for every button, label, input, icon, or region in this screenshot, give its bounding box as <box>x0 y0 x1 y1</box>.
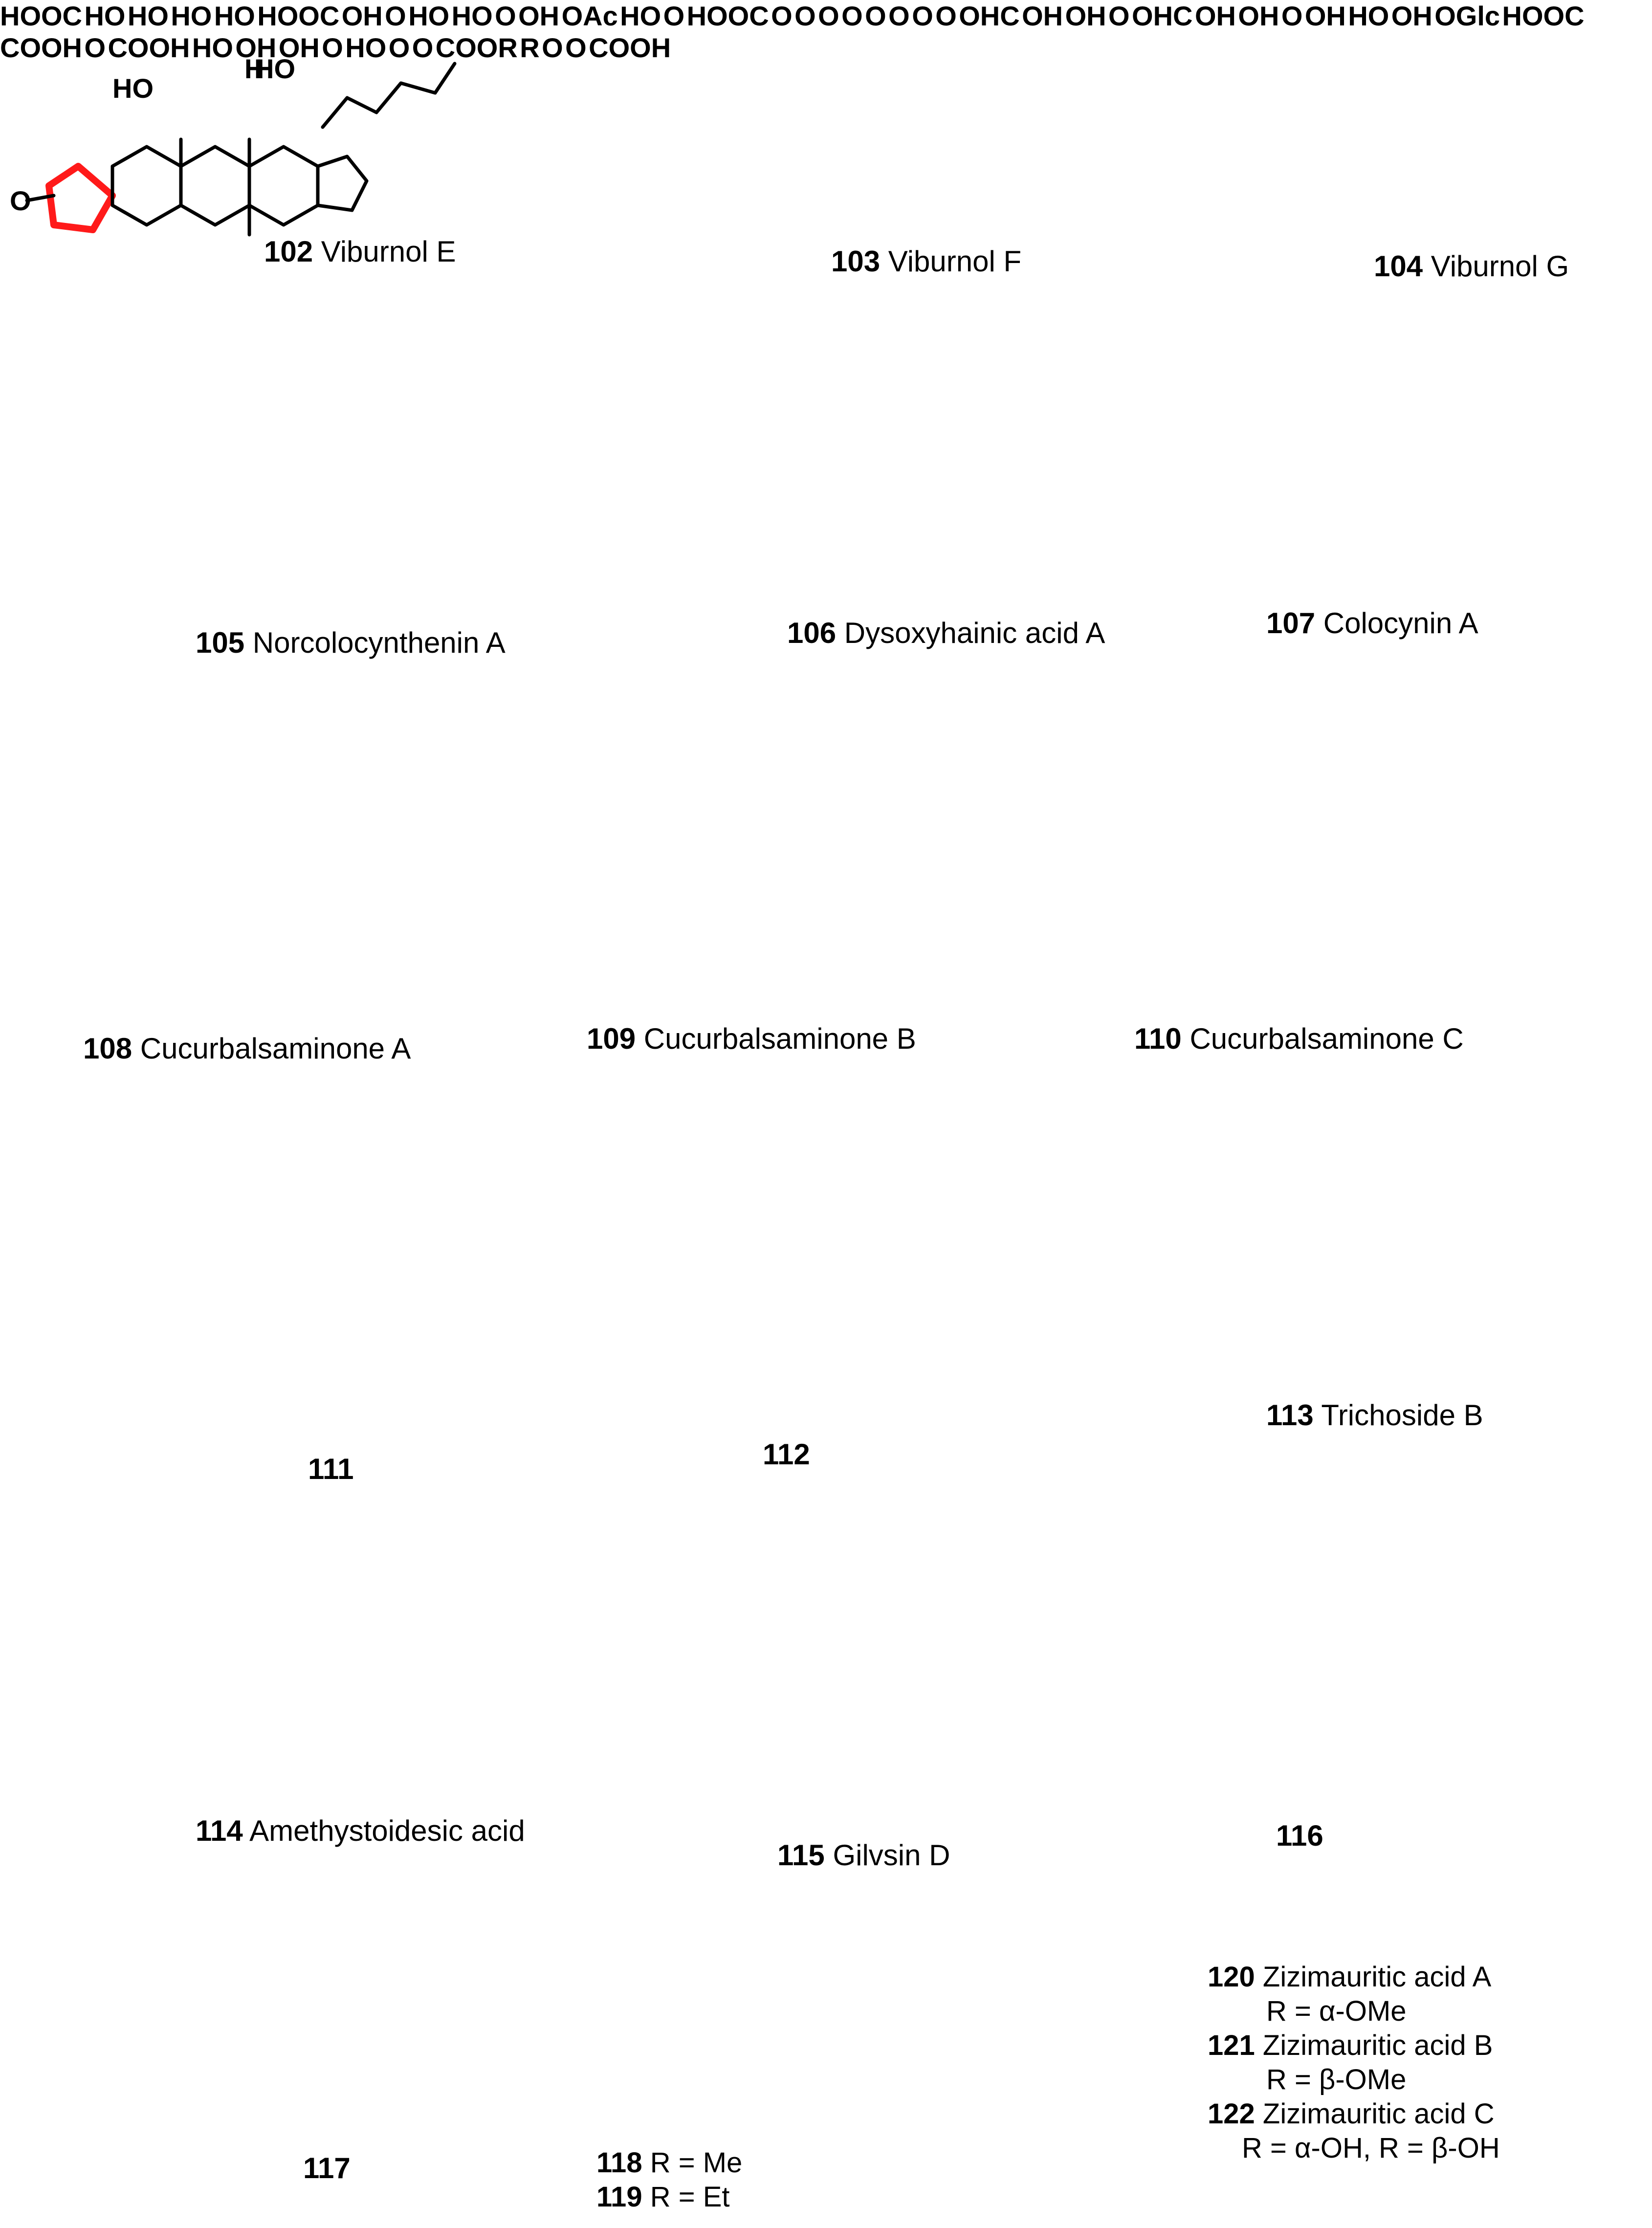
caption-111: 111 <box>308 1453 354 1485</box>
structure-120-122: R O O COOH <box>520 32 671 63</box>
rgroup-122: 122 Zizimauritic acid C <box>1208 2098 1495 2130</box>
caption-106: 106 Dysoxyhainic acid A <box>787 617 1105 649</box>
structure-109: O <box>888 0 910 31</box>
structure-117: HO <box>345 32 387 63</box>
caption-109: 109 Cucurbalsaminone B <box>587 1022 916 1055</box>
structure-103: HOOC HO HO HO HO <box>0 0 255 31</box>
caption-105: 105 Norcolocynthenin A <box>196 626 506 659</box>
svg-text:HO: HO <box>112 73 154 104</box>
structure-102: O HO HO H <box>10 53 455 235</box>
structure-110: O <box>912 0 933 31</box>
structure-106: HO O HOOC <box>620 0 769 31</box>
structure-115: COOH <box>108 32 190 63</box>
rgroup-120-r: R = α-OMe <box>1266 1995 1407 2027</box>
structure-111: O OHC OH OH <box>935 0 1106 31</box>
structure-113: O OH HO OH OGlc <box>1281 0 1500 31</box>
structure-114: HOOC COOH O <box>0 0 1585 63</box>
structure-112: O OHC OH OH <box>1108 0 1279 31</box>
structure-105: O OH OAc <box>495 0 618 31</box>
rgroup-118: 118 R = Me <box>596 2147 743 2179</box>
caption-115: 115 Gilvsin D <box>777 1839 950 1872</box>
caption-108: 108 Cucurbalsaminone A <box>83 1032 411 1065</box>
structure-118-119: O O COOR <box>388 32 518 63</box>
rgroup-121-r: R = β-OMe <box>1266 2064 1407 2096</box>
structure-108: O O <box>841 0 886 31</box>
rgroup-119: 119 R = Et <box>596 2181 730 2213</box>
caption-116: 116 <box>1276 1819 1323 1852</box>
caption-113: 113 Trichoside B <box>1266 1399 1483 1432</box>
caption-117: 117 <box>303 2152 351 2184</box>
caption-102: 102 Viburnol E <box>264 235 456 268</box>
caption-112: 112 <box>763 1438 810 1471</box>
caption-104: 104 Viburnol G <box>1374 250 1569 283</box>
caption-107: 107 Colocynin A <box>1266 607 1478 640</box>
structure-104: HOOC OH O HO HO <box>257 0 493 31</box>
rgroup-122-r: R = α-OH, R = β-OH <box>1242 2132 1500 2164</box>
structure-116: HO OH OH O <box>192 32 343 63</box>
rgroup-121: 121 Zizimauritic acid B <box>1208 2029 1493 2061</box>
caption-114: 114 Amethystoidesic acid <box>196 1814 525 1847</box>
svg-text:HO: HO <box>254 53 295 84</box>
svg-text:O: O <box>10 185 31 216</box>
caption-103: 103 Viburnol F <box>831 245 1022 278</box>
rgroup-120: 120 Zizimauritic acid A <box>1208 1961 1492 1993</box>
caption-110: 110 Cucurbalsaminone C <box>1134 1022 1464 1055</box>
structure-107: O O O <box>771 0 839 31</box>
svg-text:H: H <box>244 53 264 84</box>
